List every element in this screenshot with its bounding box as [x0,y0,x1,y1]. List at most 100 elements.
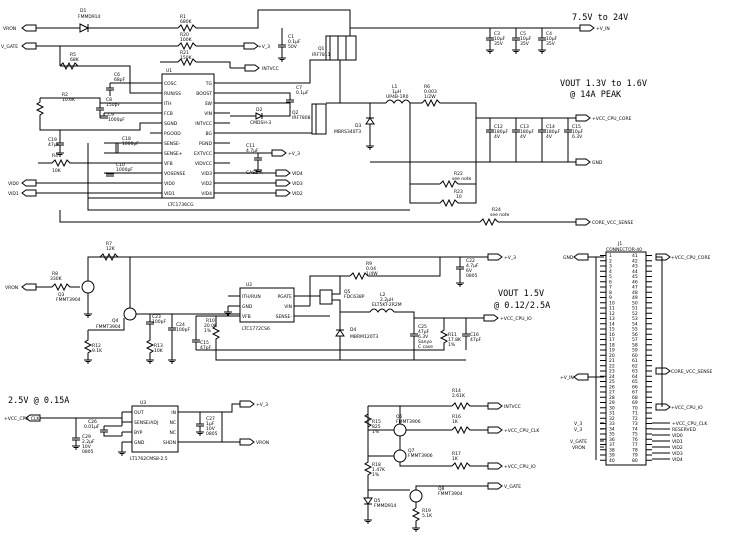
connector-pin-left: 16 [609,332,615,338]
svg-text:IN: IN [171,410,176,416]
v3-net-label-3: +V_3 [504,255,516,261]
connector-pin-right: 74 [632,426,638,432]
connector-pin-left: 23 [609,369,615,375]
svg-text:C25: C25 [418,324,427,330]
connector-pin-left: 30 [609,405,615,411]
connector-pin-left: 17 [609,337,615,343]
connector-pin-left: 6 [609,279,612,285]
svg-text:10µF: 10µF [520,36,532,42]
svg-text:FMMT3906: FMMT3906 [396,419,421,425]
vron-input-tag-2: VRON [5,283,37,291]
capacitor-c7: C70.1µF [230,85,309,104]
svg-text:C5: C5 [520,31,526,37]
connector-pin-left: 19 [609,348,615,354]
vcc-cpu-clk-label-out: +VCC_CPU_CLK [504,428,540,434]
svg-text:R18: R18 [372,462,381,468]
svg-text:C14: C14 [546,124,555,130]
connector-pin-left: 20 [609,353,615,359]
conn-vcc-core-label: +VCC_CPU_CORE [671,255,711,261]
svg-text:180µF: 180µF [520,129,534,135]
connector-pin-right: 57 [632,337,638,343]
svg-text:Sanyo: Sanyo [418,339,432,345]
svg-text:R22: R22 [454,171,463,177]
svg-text:180µF: 180µF [546,129,560,135]
svg-text:SENSE+: SENSE+ [164,151,183,157]
connector-pin-right: 44 [632,269,638,275]
svg-text:+VCC_CPU_CLK: +VCC_CPU_CLK [4,416,40,422]
svg-text:U3: U3 [140,400,146,406]
svg-text:UP4B-1R0: UP4B-1R0 [386,94,409,100]
svg-text:L2: L2 [380,292,386,298]
svg-text:U1: U1 [166,68,172,74]
svg-text:C15: C15 [200,340,209,346]
connector-pin-left: 36 [609,437,615,443]
connector-pin-left: 33 [609,421,615,427]
svg-text:1%: 1% [448,342,456,348]
svg-text:4V: 4V [494,134,501,140]
svg-text:C29: C29 [82,434,91,440]
svg-text:SENSE/ADJ: SENSE/ADJ [134,420,158,426]
svg-text:1µH: 1µH [392,89,401,95]
svg-text:R9: R9 [366,261,372,267]
connector-pin-left: 37 [609,442,615,448]
capacitor-c1: C1 0.1µF 50V [277,28,301,62]
connector-pin-left: 26 [609,384,615,390]
vron-input-tag: VRON [3,24,37,32]
connector-j1: J1 CONNECTOR-40 [606,241,642,253]
svg-text:1000pF: 1000pF [122,141,139,147]
connector-pin-right: 70 [632,405,638,411]
svg-text:Q7: Q7 [408,448,415,454]
vid4-net-label: VID4 [292,171,303,177]
svg-text:VOSENSE: VOSENSE [164,171,185,177]
svg-text:47µF: 47µF [418,329,430,335]
resistor-r20: R20 100K [177,32,197,51]
svg-text:2.2µH: 2.2µH [380,297,393,303]
svg-text:C1: C1 [288,34,294,40]
svg-text:INTVCC: INTVCC [195,121,212,127]
conn-core-sense-label: CORE_VCC_SENSE [671,369,712,375]
connector-pin-left: 8 [609,290,612,296]
svg-text:D3: D3 [355,123,361,129]
conn-gnd-label: GND [563,255,574,261]
conn-vid4-label: VID4 [672,457,683,463]
svg-text:47pF: 47pF [200,345,212,351]
svg-text:Q5: Q5 [344,289,351,295]
connector-pin-left: 32 [609,416,615,422]
svg-text:680K: 680K [180,19,193,25]
connector-pin-left: 39 [609,453,615,459]
vid3-net-label: VID3 [292,181,303,187]
svg-text:see note: see note [452,176,472,182]
svg-text:VRON: VRON [5,285,18,291]
svg-text:4V: 4V [546,134,553,140]
connector-pin-left: 4 [609,269,612,275]
vin-net-label-top: +V_IN [596,26,610,32]
ic-u2: U2 LTC1772CS6 [239,282,295,332]
svg-text:FMMT3906: FMMT3906 [408,453,433,459]
connector-pin-left: 13 [609,316,615,322]
svg-text:LTC1772CS6: LTC1772CS6 [242,326,270,332]
svg-text:VID1: VID1 [164,191,175,197]
svg-text:ITH: ITH [164,101,171,107]
u3-left-pins: OUT SENSE/ADJ BYP GND [134,410,158,446]
svg-text:1K: 1K [452,456,459,462]
vin-range-heading: 7.5V to 24V [572,13,628,23]
svg-text:SENSE-: SENSE- [164,141,181,147]
svg-text:C9: C9 [108,112,114,118]
vid1-input-tag: VID1 [8,189,37,197]
connector-pin-left: 1 [609,253,612,259]
